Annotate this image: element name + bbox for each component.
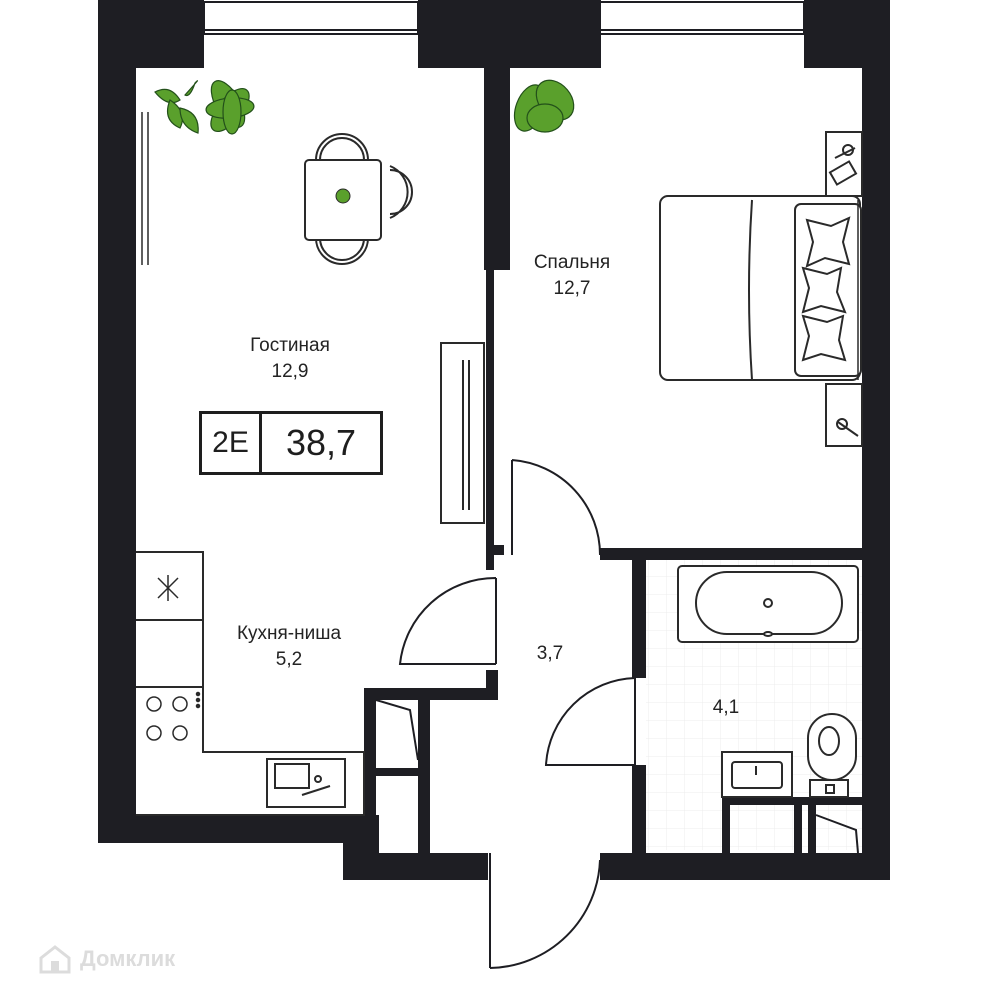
room-name: Спальня [533,252,611,273]
room-area: 3,7 [536,643,564,664]
watermark: Домклик [38,944,175,974]
sink-icon [266,758,346,808]
wardrobe [440,342,485,524]
fridge-icon [157,575,179,601]
room-label-bedroom: Спальня 12,7 [512,250,632,302]
room-name: Гостиная [250,335,330,356]
unit-total-area: 38,7 [285,422,357,463]
washbasin [721,751,793,798]
room-label-hall: 3,7 [520,641,580,667]
plant-icon [513,79,575,133]
windows [203,1,805,35]
room-label-kitchen: Кухня-ниша 5,2 [214,621,364,673]
room-area: 4,1 [712,697,740,718]
house-logo-icon [39,945,71,974]
nightstand [825,383,863,447]
kitchen-counter [136,551,365,816]
room-label-living: Гостиная 12,9 [230,333,350,385]
room-name: Кухня-ниша [236,623,342,644]
room-label-bathroom: 4,1 [696,695,756,721]
nightstand [825,131,863,197]
room-area: 12,9 [271,361,309,382]
bathtub [677,565,859,643]
curtain-rail [141,112,149,265]
dining-table [304,133,413,265]
doors [375,459,859,969]
walls [98,0,890,880]
unit-code: 2E [202,414,262,472]
unit-badge: 2E 38,7 [199,411,383,475]
stove-icon [146,691,201,741]
watermark-text: Домклик [80,946,176,971]
plant-icon [154,80,199,134]
bed [659,195,862,381]
plant-icon [205,80,255,135]
room-area: 5,2 [275,649,303,670]
room-area: 12,7 [553,278,591,299]
toilet [807,713,857,798]
